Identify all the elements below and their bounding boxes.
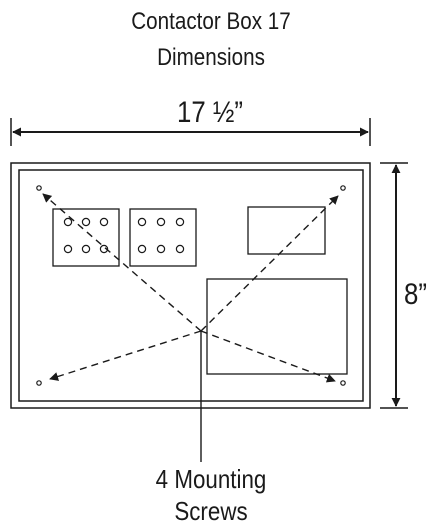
mounting-screw-holes [36,185,346,386]
screw-hole-top-right [340,185,346,191]
terminal-block-right [129,208,197,267]
small-component-block [247,206,326,255]
terminal-block-left [52,208,120,267]
height-dimension-label: 8” [404,278,427,311]
diagram-title-line-2: Dimensions [157,44,265,71]
large-component-block [206,278,348,375]
screw-hole-bottom-left [36,380,42,386]
pointer-arrow-top-left [42,193,202,332]
enclosure-inner-outline [18,169,364,402]
diagram-title-line-1: Contactor Box 17 [131,8,291,35]
width-dimension [10,118,371,146]
pointer-arrow-bottom-left [49,330,202,381]
width-dimension-label: 17 ½” [177,96,243,129]
screw-hole-bottom-right [340,380,346,386]
callout-label-line-2: Screws [174,496,248,526]
screw-hole-top-left [36,185,42,191]
pointer-arrow-top-right [200,195,339,332]
enclosure-outer-outline [10,162,371,409]
callout-label-line-1: 4 Mounting [155,464,267,494]
screw-pointer-arrows [42,193,339,383]
height-dimension [380,162,408,409]
